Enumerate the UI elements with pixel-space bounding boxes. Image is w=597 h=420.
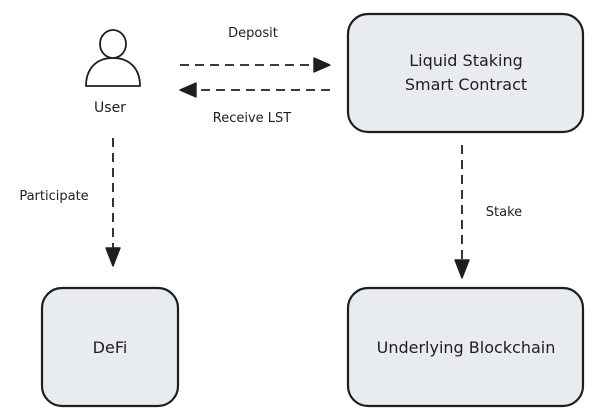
participate-arrow xyxy=(105,138,121,267)
liquid-staking-contract-label-line1: Liquid Staking xyxy=(409,51,523,70)
participate-arrowhead-icon xyxy=(105,247,121,267)
stake-arrowhead-icon xyxy=(454,259,470,279)
stake-label: Stake xyxy=(486,205,522,220)
underlying-blockchain-box xyxy=(346,286,585,408)
stake-arrow xyxy=(454,145,470,279)
receive-lst-arrow xyxy=(179,82,330,98)
defi-label: DeFi xyxy=(93,338,128,357)
user-label: User xyxy=(94,100,126,116)
underlying-blockchain-label: Underlying Blockchain xyxy=(377,338,556,357)
defi-node: DeFi xyxy=(40,286,180,408)
underlying-blockchain-node: Underlying Blockchain xyxy=(346,286,585,408)
user-icon xyxy=(85,29,141,87)
liquid-staking-contract-box xyxy=(346,12,585,134)
receive-lst-label: Receive LST xyxy=(213,111,292,126)
participate-label: Participate xyxy=(19,189,88,204)
deposit-arrowhead-icon xyxy=(313,57,331,73)
receive-lst-arrowhead-icon xyxy=(179,82,197,98)
deposit-label: Deposit xyxy=(228,26,278,41)
liquid-staking-contract-node: Liquid Staking Smart Contract xyxy=(346,12,585,134)
defi-box xyxy=(40,286,180,408)
liquid-staking-contract-label-line2: Smart Contract xyxy=(405,75,527,94)
deposit-arrow xyxy=(180,57,331,73)
